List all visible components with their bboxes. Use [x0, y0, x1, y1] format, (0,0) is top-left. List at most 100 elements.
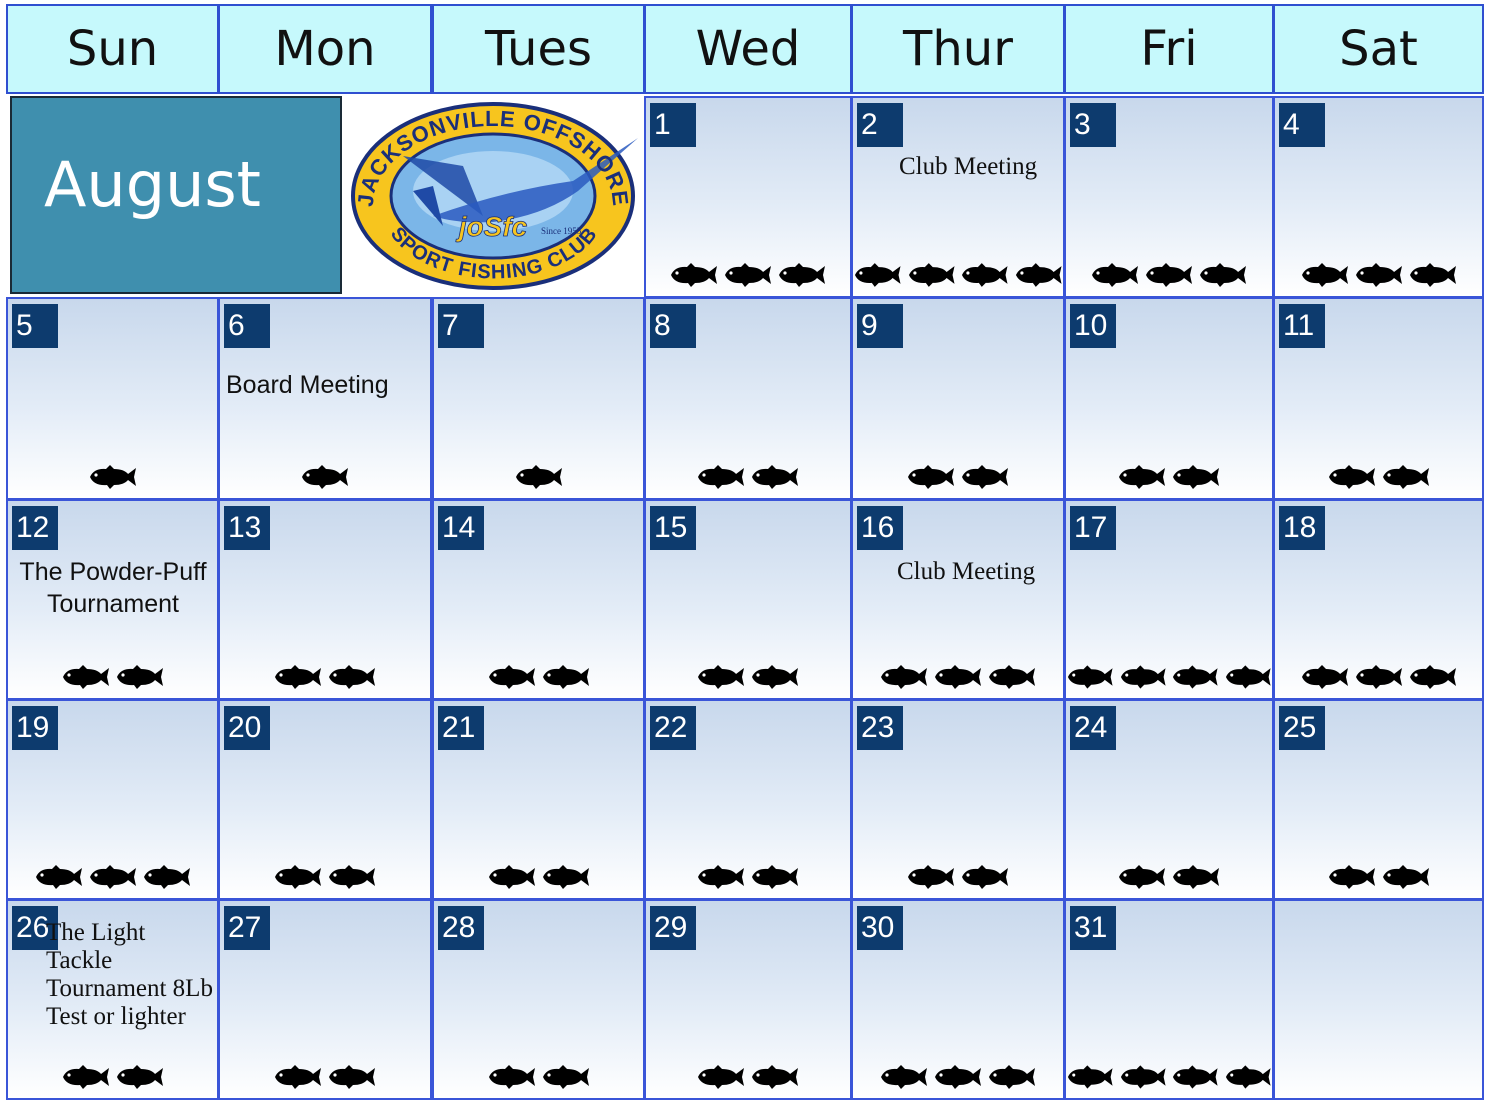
fish-icon	[62, 1065, 109, 1089]
day-cell-22[interactable]: 22	[644, 699, 852, 900]
day-number: 18	[1279, 506, 1325, 550]
fish-rating	[220, 464, 430, 490]
day-cell-30[interactable]: 30	[851, 899, 1065, 1100]
empty-day-cell	[1273, 899, 1484, 1100]
day-cell-24[interactable]: 24	[1064, 699, 1274, 900]
weekday-header-sat: Sat	[1273, 4, 1484, 94]
event-label: The Light Tackle Tournament 8Lb Test or …	[46, 919, 213, 1030]
day-number: 24	[1070, 706, 1116, 750]
fish-rating	[220, 1064, 430, 1090]
fish-rating	[1066, 464, 1272, 490]
day-cell-18[interactable]: 18	[1273, 499, 1484, 700]
day-number: 10	[1070, 304, 1116, 348]
fish-icon	[1328, 865, 1375, 889]
fish-icon	[143, 865, 190, 889]
day-cell-20[interactable]: 20	[218, 699, 432, 900]
fish-rating	[853, 1064, 1063, 1090]
day-number: 19	[12, 706, 58, 750]
fish-icon	[752, 1065, 798, 1089]
fish-icon	[935, 665, 981, 689]
day-cell-14[interactable]: 14	[432, 499, 645, 700]
fish-rating	[220, 864, 430, 890]
day-number: 29	[650, 906, 696, 950]
fish-icon	[962, 865, 1008, 889]
fish-icon	[1173, 865, 1219, 889]
day-number: 7	[438, 304, 484, 348]
fish-icon	[752, 465, 798, 489]
day-cell-5[interactable]: 5	[6, 297, 219, 500]
fish-icon	[908, 465, 954, 489]
fish-icon	[62, 665, 109, 689]
day-number: 25	[1279, 706, 1325, 750]
day-cell-15[interactable]: 15	[644, 499, 852, 700]
day-cell-8[interactable]: 8	[644, 297, 852, 500]
day-cell-27[interactable]: 27	[218, 899, 432, 1100]
fish-rating	[434, 664, 643, 690]
day-cell-10[interactable]: 10	[1064, 297, 1274, 500]
day-cell-13[interactable]: 13	[218, 499, 432, 700]
day-cell-1[interactable]: 1	[644, 96, 852, 298]
day-cell-31[interactable]: 31	[1064, 899, 1274, 1100]
fish-rating	[646, 1064, 850, 1090]
day-number: 27	[224, 906, 270, 950]
weekday-header-thur: Thur	[851, 4, 1065, 94]
day-cell-23[interactable]: 23	[851, 699, 1065, 900]
fish-icon	[1301, 263, 1348, 287]
fish-icon	[1409, 263, 1456, 287]
fish-rating	[646, 864, 850, 890]
day-cell-21[interactable]: 21	[432, 699, 645, 900]
day-number: 22	[650, 706, 696, 750]
weekday-header-tues: Tues	[432, 4, 645, 94]
weekday-header-fri: Fri	[1064, 4, 1274, 94]
fish-rating	[646, 664, 850, 690]
day-cell-3[interactable]: 3	[1064, 96, 1274, 298]
fish-rating	[1066, 262, 1272, 288]
fish-rating	[8, 864, 217, 890]
fish-icon	[515, 465, 562, 489]
fish-icon	[488, 1065, 535, 1089]
fish-rating	[434, 864, 643, 890]
day-cell-9[interactable]: 9	[851, 297, 1065, 500]
fish-rating	[1066, 1064, 1272, 1090]
fish-icon	[1092, 263, 1138, 287]
fish-icon	[1200, 263, 1246, 287]
fish-icon	[881, 665, 927, 689]
day-cell-19[interactable]: 19	[6, 699, 219, 900]
fish-rating	[1275, 262, 1482, 288]
day-cell-17[interactable]: 17	[1064, 499, 1274, 700]
fish-icon	[698, 465, 744, 489]
day-cell-25[interactable]: 25	[1273, 699, 1484, 900]
fish-icon	[89, 865, 136, 889]
day-number: 13	[224, 506, 270, 550]
fish-icon	[1355, 665, 1402, 689]
fish-icon	[116, 665, 163, 689]
day-cell-4[interactable]: 4	[1273, 96, 1484, 298]
day-cell-29[interactable]: 29	[644, 899, 852, 1100]
fish-icon	[908, 865, 954, 889]
fish-rating	[646, 262, 850, 288]
fish-rating	[434, 1064, 643, 1090]
weekday-header-wed: Wed	[644, 4, 852, 94]
fish-rating	[646, 464, 850, 490]
fish-icon	[329, 665, 375, 689]
day-number: 30	[857, 906, 903, 950]
fish-icon	[1067, 1065, 1113, 1089]
marlin-icon	[403, 138, 638, 226]
fish-icon	[752, 865, 798, 889]
day-cell-11[interactable]: 11	[1273, 297, 1484, 500]
fish-icon	[488, 865, 535, 889]
day-number: 31	[1070, 906, 1116, 950]
event-label: Club Meeting	[899, 153, 1038, 180]
day-cell-7[interactable]: 7	[432, 297, 645, 500]
fish-rating	[8, 1064, 217, 1090]
fish-icon	[989, 665, 1035, 689]
fish-icon	[488, 665, 535, 689]
day-cell-28[interactable]: 28	[432, 899, 645, 1100]
fish-icon	[1015, 263, 1062, 287]
